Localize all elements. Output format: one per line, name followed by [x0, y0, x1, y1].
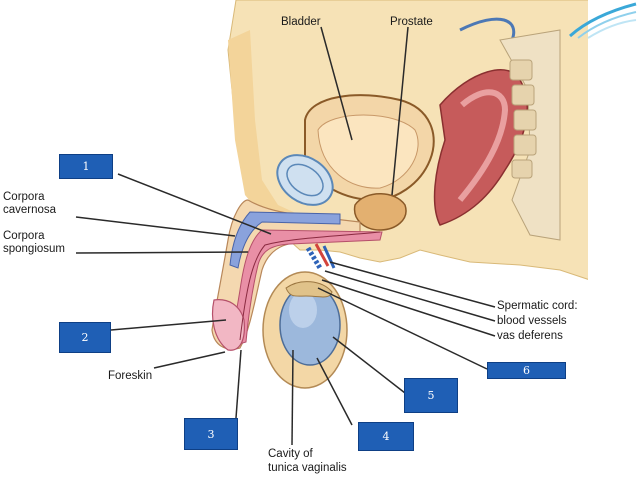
label-corpora-cavernosa-line1: Corpora: [3, 191, 45, 203]
epididymis: [285, 281, 333, 298]
intestine-outline: [459, 17, 516, 41]
number-box-5: 5: [404, 378, 458, 413]
rectum-lumen: [457, 89, 509, 202]
label-foreskin: Foreskin: [108, 370, 153, 382]
vertebrae: [509, 59, 537, 179]
label-spermatic-cord: Spermatic cord:: [497, 300, 578, 312]
label-bladder: Bladder: [281, 16, 321, 28]
label-vas-deferens: vas deferens: [497, 330, 563, 342]
urethra: [239, 231, 381, 341]
label-blood-vessels: blood vessels: [497, 315, 567, 327]
label-cavity-line2: tunica vaginalis: [268, 462, 347, 474]
corpora-spongiosum: [233, 229, 383, 346]
pubic-bone: [276, 154, 334, 206]
label-corpora-spongiosum-line2: spongiosum: [3, 243, 66, 255]
label-corpora-cavernosa-line2: cavernosa: [3, 204, 57, 216]
prostate-shape: [353, 193, 407, 231]
bladder-inner: [317, 114, 419, 189]
leader-lines: [75, 26, 496, 446]
glans: [211, 299, 245, 351]
number-box-6: 6: [487, 362, 566, 379]
number-box-1: 1: [59, 154, 113, 179]
number-box-4: 4: [358, 422, 414, 451]
label-corpora-spongiosum-line1: Corpora: [3, 230, 45, 242]
swoosh-decoration: [569, 2, 637, 39]
slide-margin: [588, 0, 638, 478]
label-cavity-line1: Cavity of: [268, 448, 313, 460]
spermatic-cord: [305, 243, 336, 270]
pubic-fat: [228, 30, 300, 240]
corpora-cavernosa: [229, 211, 341, 269]
number-box-3: 3: [184, 418, 238, 450]
label-prostate: Prostate: [390, 16, 433, 28]
number-box-2: 2: [59, 322, 111, 353]
